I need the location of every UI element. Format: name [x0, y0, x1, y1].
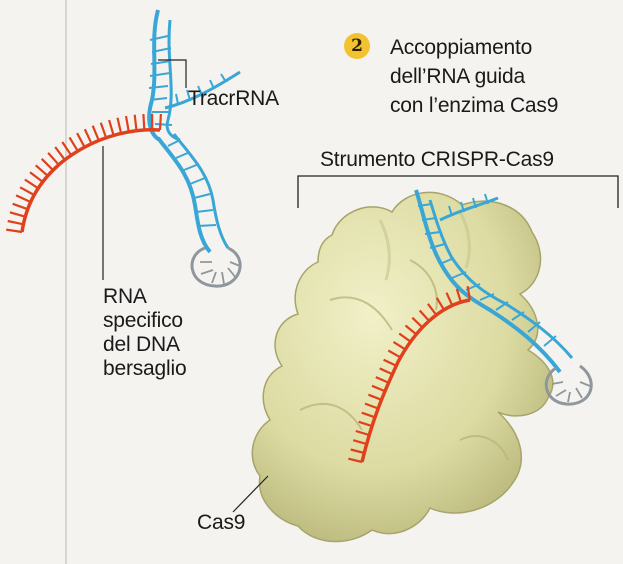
target-rna-label: RNA specifico del DNA bersaglio: [103, 285, 186, 381]
target-rna-label-line: bersaglio: [103, 357, 186, 381]
free-guide-rna: [6, 10, 240, 286]
tracrrna-strand-upper: [167, 20, 180, 140]
target-rna-label-line: del DNA: [103, 333, 186, 357]
target-rna-label-line: RNA: [103, 285, 186, 309]
tracrrna-loop: [192, 248, 240, 286]
tool-title: Strumento CRISPR-Cas9: [320, 147, 554, 173]
cas9-complex: [252, 190, 591, 542]
step-title: Accoppiamento dell’RNA guida con l’enzim…: [390, 33, 558, 120]
target-rna-label-line: specifico: [103, 309, 186, 333]
cas9-protein-body: [252, 192, 553, 541]
step-number-badge: 2: [344, 33, 370, 59]
tracrrna-label: TracrRNA: [188, 86, 279, 112]
cas9-label: Cas9: [197, 510, 245, 536]
step-title-line: dell’RNA guida: [390, 62, 558, 91]
step-title-line: con l’enzima Cas9: [390, 91, 558, 120]
step-title-line: Accoppiamento: [390, 33, 558, 62]
